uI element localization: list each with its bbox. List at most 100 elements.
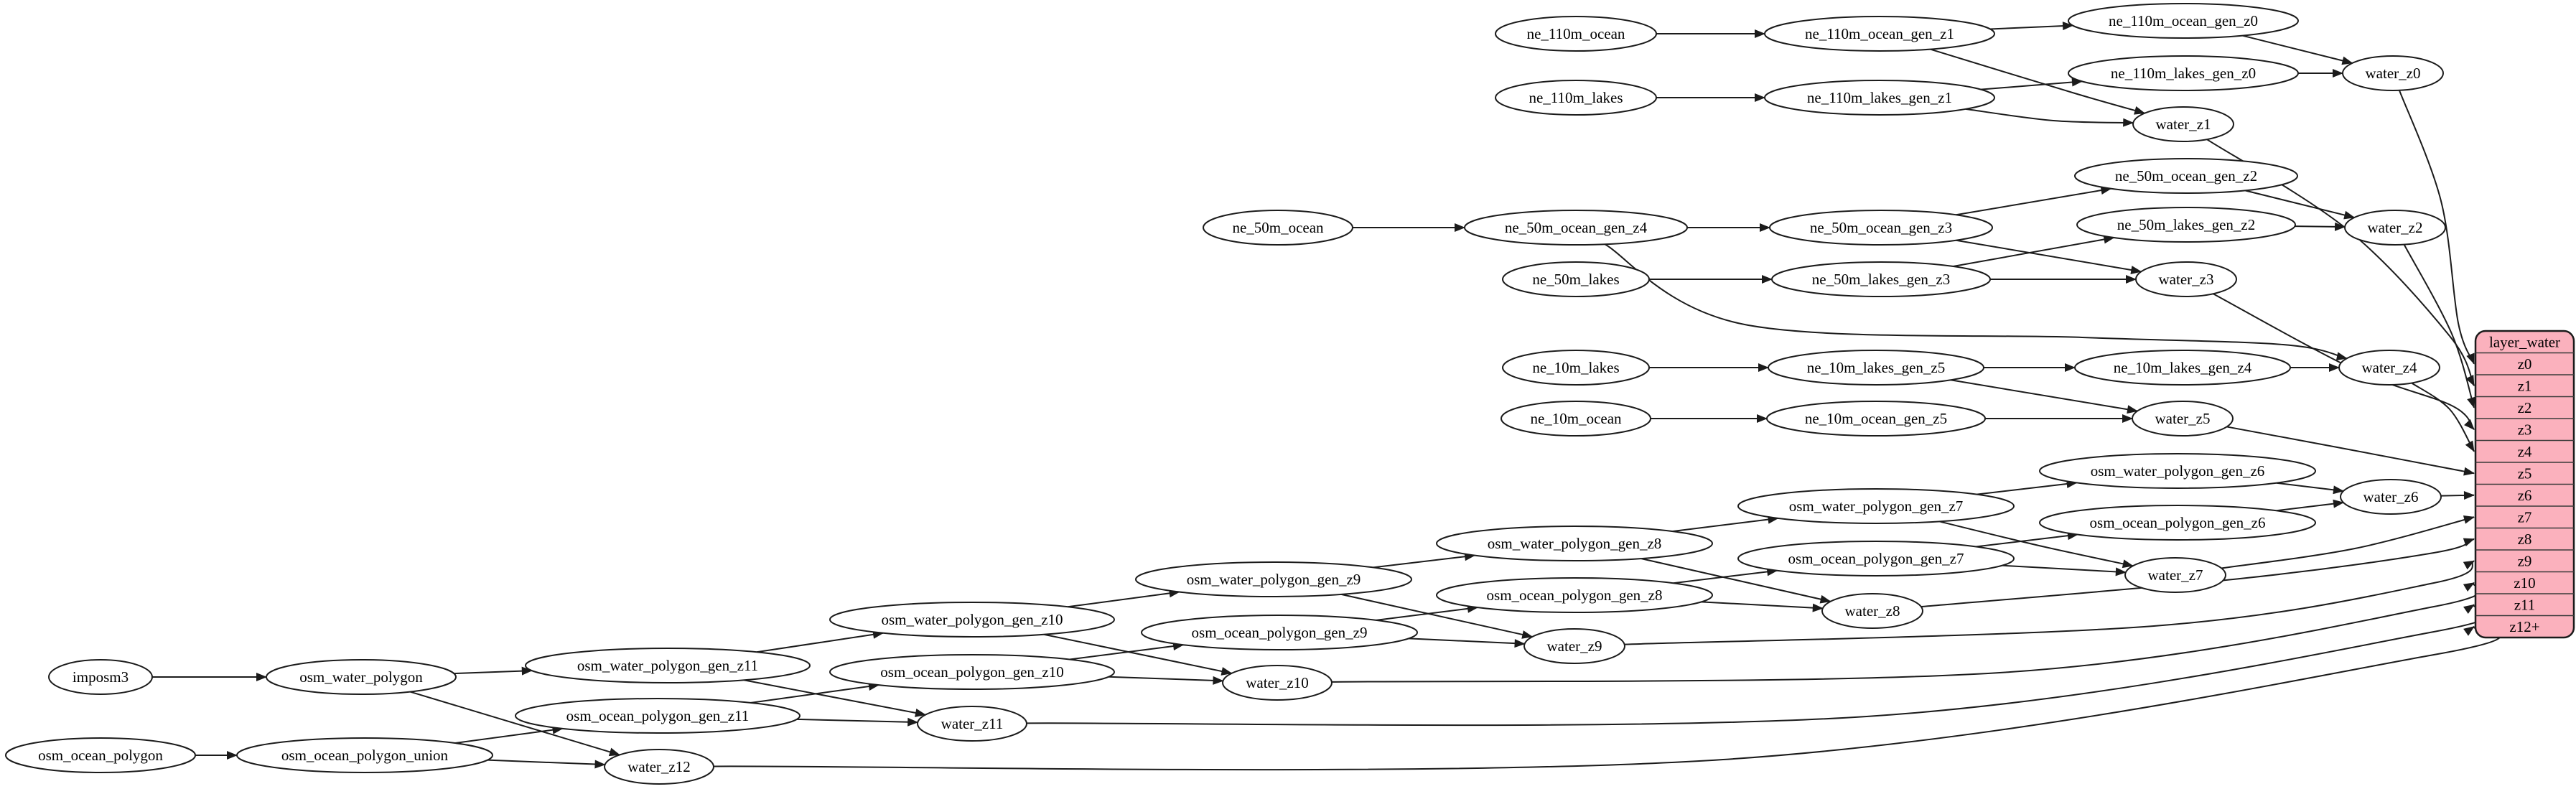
node-ellipse-water_z1 — [2132, 106, 2234, 142]
edge-osm_ocean_polygon_union-to-water_z12 — [487, 759, 606, 769]
node-imposm3: imposm3 — [48, 659, 153, 695]
node-label-osm_water_polygon_gen_z9: osm_water_polygon_gen_z9 — [1187, 571, 1361, 588]
edge-water_z9-to-layer_water-z9 — [1624, 560, 2475, 645]
node-ne_50m_lakes: ne_50m_lakes — [1502, 261, 1650, 297]
node-label-ne_10m_lakes_gen_z5: ne_10m_lakes_gen_z5 — [1807, 359, 1945, 376]
edge-osm_ocean_polygon_gen_z10-to-water_z10 — [1109, 676, 1224, 685]
node-ne_50m_ocean_gen_z4: ne_50m_ocean_gen_z4 — [1464, 210, 1688, 246]
record-row-z1: z1 — [2518, 377, 2532, 394]
node-water_z2: water_z2 — [2344, 210, 2446, 246]
node-ellipse-ne_10m_lakes_gen_z4 — [2074, 350, 2291, 386]
node-label-water_z2: water_z2 — [2368, 219, 2423, 236]
edge-osm_water_polygon-to-osm_water_polygon_gen_z11 — [454, 666, 533, 676]
edge-water_z4-to-layer_water-z4 — [2411, 382, 2475, 452]
node-osm_water_polygon_gen_z11: osm_water_polygon_gen_z11 — [525, 648, 811, 683]
node-ne_10m_lakes_gen_z4: ne_10m_lakes_gen_z4 — [2074, 350, 2291, 386]
edge-ne_50m_ocean_gen_z3-to-ne_50m_ocean_gen_z2 — [1956, 186, 2112, 216]
node-osm_water_polygon_gen_z8: osm_water_polygon_gen_z8 — [1436, 526, 1713, 561]
edge-water_z11-to-layer_water-z11 — [1026, 604, 2491, 727]
node-ne_110m_ocean_gen_z0: ne_110m_ocean_gen_z0 — [2068, 3, 2299, 39]
edge-osm_ocean_polygon_gen_z8-to-water_z8 — [1701, 601, 1824, 612]
record-row-z0: z0 — [2518, 355, 2532, 373]
node-label-osm_ocean_polygon_gen_z8: osm_ocean_polygon_gen_z8 — [1487, 587, 1663, 604]
node-osm_water_polygon_gen_z10: osm_water_polygon_gen_z10 — [829, 602, 1115, 638]
node-label-ne_50m_ocean: ne_50m_ocean — [1232, 219, 1324, 236]
edge-osm_water_polygon_gen_z10-to-water_z10 — [1043, 633, 1233, 676]
edge-osm_ocean_polygon_gen_z7-to-water_z7 — [2002, 564, 2127, 576]
node-label-osm_ocean_polygon_gen_z6: osm_ocean_polygon_gen_z6 — [2090, 514, 2266, 531]
node-label-water_z0: water_z0 — [2366, 65, 2421, 82]
node-water_z8: water_z8 — [1821, 593, 1923, 629]
node-ellipse-ne_10m_lakes_gen_z5 — [1768, 350, 1984, 386]
node-label-water_z1: water_z1 — [2156, 116, 2211, 133]
node-ellipse-ne_110m_ocean_gen_z0 — [2068, 3, 2299, 39]
node-ellipse-osm_ocean_polygon_gen_z10 — [829, 654, 1115, 690]
edge-osm_water_polygon_gen_z7-to-water_z7 — [1938, 520, 2134, 569]
node-label-osm_ocean_polygon_gen_z10: osm_ocean_polygon_gen_z10 — [880, 663, 1063, 681]
node-label-osm_water_polygon_gen_z7: osm_water_polygon_gen_z7 — [1789, 498, 1964, 515]
node-ellipse-ne_110m_lakes — [1495, 80, 1657, 116]
node-ellipse-imposm3 — [48, 659, 153, 695]
node-water_z10: water_z10 — [1222, 665, 1333, 701]
node-ellipse-osm_ocean_polygon_union — [236, 737, 493, 773]
node-label-ne_10m_lakes: ne_10m_lakes — [1532, 359, 1619, 376]
node-label-ne_110m_lakes: ne_110m_lakes — [1529, 89, 1623, 106]
node-osm_ocean_polygon_gen_z10: osm_ocean_polygon_gen_z10 — [829, 654, 1115, 690]
edge-osm_ocean_polygon_union-to-osm_ocean_polygon_gen_z11 — [454, 725, 564, 744]
record-row-z11: z11 — [2514, 596, 2536, 613]
node-label-water_z7: water_z7 — [2148, 566, 2203, 584]
node-label-osm_ocean_polygon_gen_z7: osm_ocean_polygon_gen_z7 — [1788, 550, 1964, 567]
node-ne_10m_lakes_gen_z5: ne_10m_lakes_gen_z5 — [1768, 350, 1984, 386]
node-label-ne_50m_ocean_gen_z3: ne_50m_ocean_gen_z3 — [1810, 219, 1952, 236]
node-ne_50m_lakes_gen_z2: ne_50m_lakes_gen_z2 — [2076, 207, 2296, 243]
node-osm_ocean_polygon: osm_ocean_polygon — [5, 737, 196, 773]
record-row-z3: z3 — [2518, 421, 2532, 438]
edge-ne_50m_ocean_gen_z3-to-water_z3 — [1956, 239, 2142, 274]
node-water_z12: water_z12 — [604, 749, 714, 785]
node-label-ne_50m_ocean_gen_z4: ne_50m_ocean_gen_z4 — [1505, 219, 1648, 236]
node-label-water_z12: water_z12 — [627, 758, 690, 775]
edge-ne_110m_ocean_gen_z0-to-water_z0 — [2242, 34, 2353, 65]
node-ne_110m_lakes_gen_z0: ne_110m_lakes_gen_z0 — [2068, 55, 2299, 91]
node-label-ne_10m_ocean_gen_z5: ne_10m_ocean_gen_z5 — [1805, 410, 1947, 427]
edge-water_z10-to-layer_water-z10 — [1331, 582, 2481, 683]
node-label-ne_50m_lakes_gen_z2: ne_50m_lakes_gen_z2 — [2117, 216, 2255, 233]
node-ellipse-water_z2 — [2344, 210, 2446, 246]
edge-osm_ocean_polygon_gen_z6-to-water_z6 — [2276, 499, 2344, 512]
edge-osm_water_polygon_gen_z11-to-osm_water_polygon_gen_z10 — [756, 630, 885, 653]
node-water_z7: water_z7 — [2124, 557, 2226, 593]
node-ellipse-osm_ocean_polygon_gen_z7 — [1737, 541, 2015, 576]
node-label-osm_ocean_polygon: osm_ocean_polygon — [38, 747, 163, 764]
edge-osm_water_polygon_gen_z7-to-osm_water_polygon_gen_z6 — [1977, 480, 2078, 495]
node-label-osm_water_polygon_gen_z11: osm_water_polygon_gen_z11 — [577, 657, 758, 674]
edge-osm_water_polygon-to-water_z12 — [409, 691, 620, 757]
edge-ne_10m_lakes_gen_z5-to-water_z5 — [1950, 379, 2139, 414]
node-ellipse-ne_50m_ocean_gen_z2 — [2074, 158, 2298, 194]
node-label-ne_110m_ocean_gen_z1: ne_110m_ocean_gen_z1 — [1805, 25, 1954, 42]
node-ellipse-ne_110m_ocean — [1495, 16, 1657, 52]
edge-ne_110m_ocean_gen_z1-to-water_z1 — [1930, 48, 2146, 115]
edge-osm_ocean_polygon_gen_z7-to-osm_ocean_polygon_gen_z6 — [1975, 531, 2078, 548]
node-ellipse-osm_water_polygon_gen_z8 — [1436, 526, 1713, 561]
edge-water_z2-to-layer_water-z2 — [2403, 244, 2475, 408]
node-ne_110m_lakes: ne_110m_lakes — [1495, 80, 1657, 116]
node-ne_10m_ocean_gen_z5: ne_10m_ocean_gen_z5 — [1766, 401, 1986, 436]
edge-osm_ocean_polygon_gen_z8-to-osm_ocean_polygon_gen_z7 — [1673, 567, 1778, 584]
node-ne_50m_lakes_gen_z3: ne_50m_lakes_gen_z3 — [1771, 261, 1991, 297]
node-ne_10m_lakes: ne_10m_lakes — [1502, 350, 1650, 386]
node-osm_ocean_polygon_gen_z8: osm_ocean_polygon_gen_z8 — [1436, 577, 1713, 613]
node-osm_water_polygon_gen_z6: osm_water_polygon_gen_z6 — [2039, 453, 2316, 489]
edge-osm_water_polygon_gen_z11-to-water_z11 — [743, 679, 926, 717]
edge-osm_water_polygon_gen_z6-to-water_z6 — [2276, 482, 2344, 495]
edge-water_z5-to-layer_water-z5 — [2226, 426, 2475, 476]
node-label-ne_50m_ocean_gen_z2: ne_50m_ocean_gen_z2 — [2115, 167, 2257, 185]
node-ellipse-ne_50m_lakes — [1502, 261, 1650, 297]
node-water_z5: water_z5 — [2132, 401, 2234, 436]
node-ellipse-osm_ocean_polygon_gen_z6 — [2039, 505, 2316, 541]
node-ne_110m_ocean: ne_110m_ocean — [1495, 16, 1657, 52]
node-ne_110m_ocean_gen_z1: ne_110m_ocean_gen_z1 — [1764, 16, 1995, 52]
node-ellipse-ne_10m_ocean_gen_z5 — [1766, 401, 1986, 436]
node-ellipse-ne_10m_lakes — [1502, 350, 1650, 386]
